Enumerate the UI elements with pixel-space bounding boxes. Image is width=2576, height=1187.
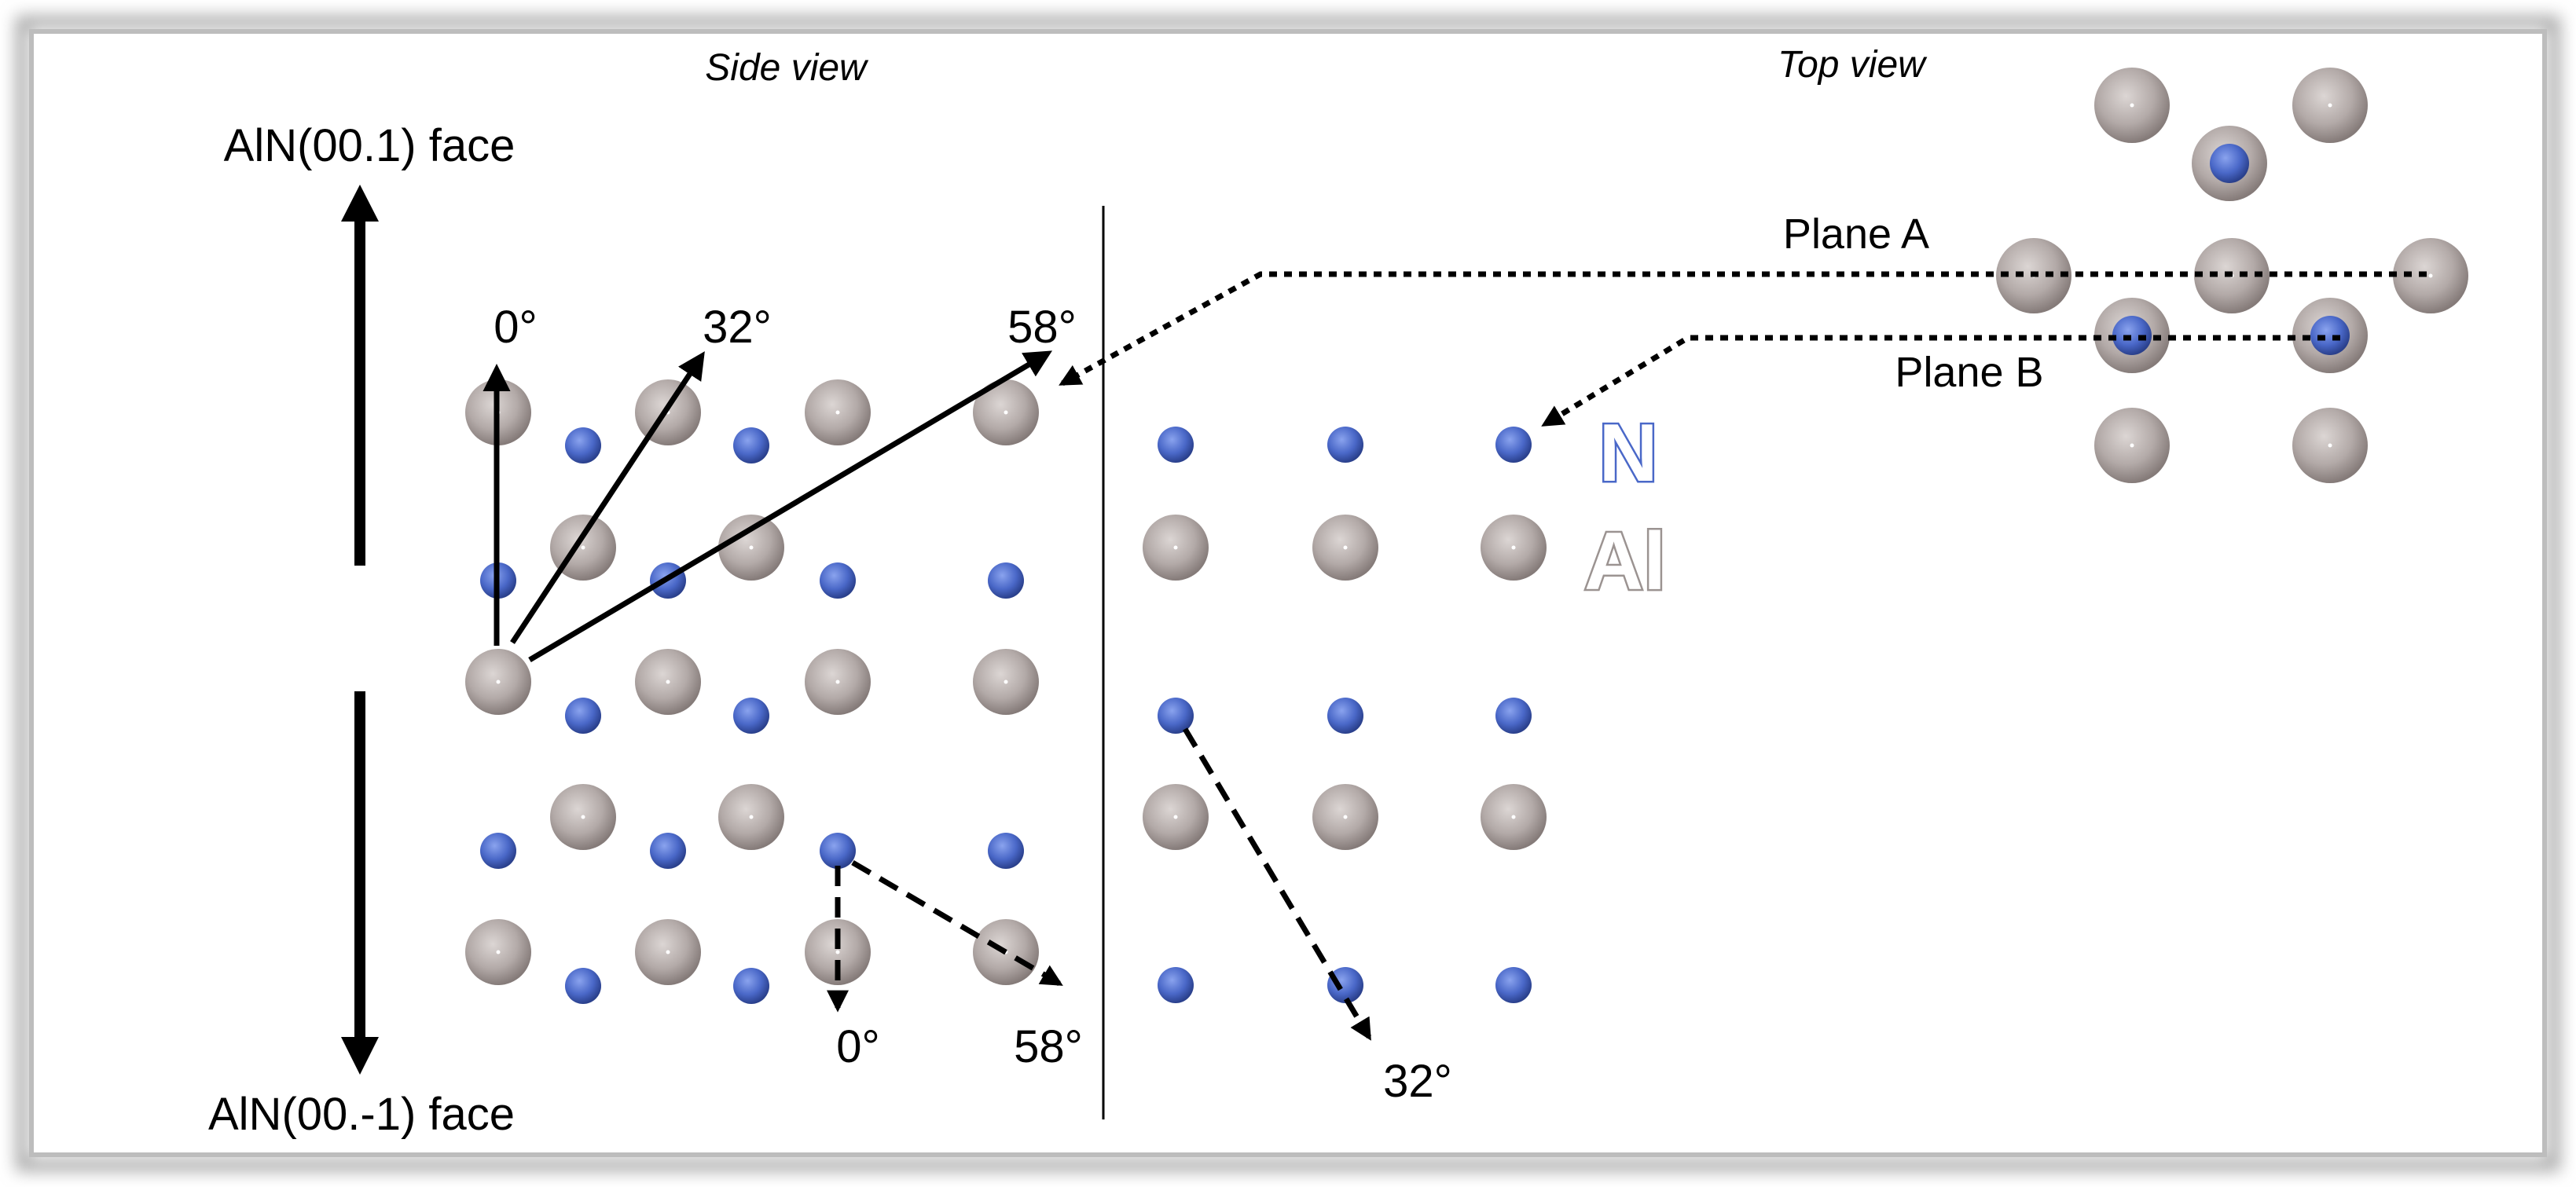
side-al-atom-highlight [835,950,840,954]
side-n-atom [820,562,856,599]
side-n-atom [988,562,1024,599]
mid-n-atom [1158,427,1194,463]
angle-label-up-0: 0° [494,302,537,353]
plane-b-pointer [1541,335,2340,427]
side-n-atom [733,427,769,463]
side-al-atom-highlight [749,545,754,550]
face-bottom-label: AlN(00.-1) face [208,1089,515,1140]
top-n-atom [2310,316,2350,355]
arrow-down-32deg [1182,727,1372,1041]
side-al-atom-highlight [1004,410,1008,415]
top-n-atom [2210,144,2249,183]
angle-label-down-58: 58° [1014,1021,1083,1072]
top-n-atom [2112,316,2152,355]
top-al-atom-highlight [2328,103,2332,108]
face-down-arrowhead [341,1037,379,1075]
mid-n-atom [1158,967,1194,1003]
side-al-atom-highlight [835,410,840,415]
side-n-atom [565,698,601,734]
plane-b-label: Plane B [1895,349,2043,396]
side-al-atom-highlight [666,950,670,954]
top-al-atom-highlight [2130,103,2134,108]
angle-label-down-0: 0° [836,1021,879,1072]
plane-a-label: Plane A [1783,211,1929,258]
mid-al-atom-highlight [1343,545,1348,550]
side-n-atom [565,968,601,1004]
mid-n-atom [1327,698,1363,734]
side-n-atom [988,833,1024,869]
legend-n: N [1598,408,1657,499]
mid-n-atom [1158,698,1194,734]
mid-n-atom [1495,427,1532,463]
face-top-label: AlN(00.1) face [224,120,516,171]
side-n-atom [565,427,601,463]
side-al-atom-highlight [581,815,585,819]
mid-al-atom-highlight [1173,545,1178,550]
angle-label-down-32: 32° [1383,1056,1452,1107]
arrow-up-58deg [528,350,1053,663]
legend-al: Al [1584,516,1666,607]
atoms-layer [465,68,2468,1004]
angle-label-up-32: 32° [703,302,772,353]
mid-n-atom [1495,967,1532,1003]
arrow-up-32deg [510,351,705,644]
top-al-atom-highlight [2328,443,2332,448]
side-al-atom-highlight [835,680,840,684]
mid-al-atom-highlight [1343,815,1348,819]
mid-n-atom [1327,427,1363,463]
side-n-atom [480,833,516,869]
side-al-atom-highlight [496,950,501,954]
frame-border [29,29,2547,1157]
side-al-atom-highlight [666,680,670,684]
side-al-atom-highlight [496,680,501,684]
side-n-atom [820,833,856,869]
side-al-atom-highlight [749,815,754,819]
top-view-title: Top view [1778,44,1928,86]
side-al-atom-highlight [581,545,585,550]
side-n-atom [733,968,769,1004]
arrow-down-58deg [851,859,1063,987]
mid-al-atom-highlight [1173,815,1178,819]
side-al-atom-highlight [1004,680,1008,684]
angle-label-up-58: 58° [1007,302,1077,353]
mid-n-atom [1495,698,1532,734]
frame-shadow [16,16,2560,1171]
plane-a-pointer [1059,271,2427,387]
top-al-atom-highlight [2428,273,2433,278]
mid-n-atom [1327,967,1363,1003]
top-al-atom-highlight [2130,443,2134,448]
face-up-arrowhead [341,185,379,222]
side-view-title: Side view [705,47,869,89]
side-n-atom [733,698,769,734]
mid-al-atom-highlight [1511,815,1516,819]
mid-al-atom-highlight [1511,545,1516,550]
side-n-atom [650,833,686,869]
